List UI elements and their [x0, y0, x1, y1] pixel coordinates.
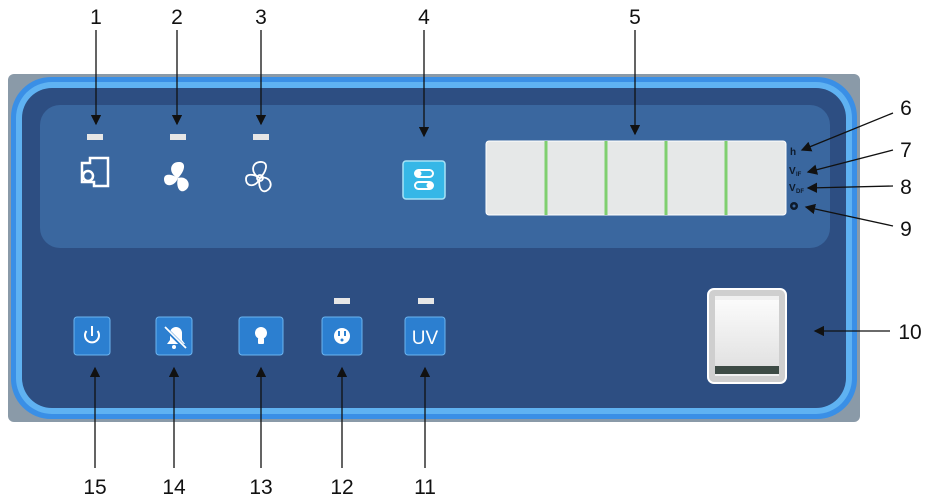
side-indicator-icons: h V IF V DF — [789, 147, 804, 210]
callout-15: 15 — [83, 476, 106, 499]
callout-4: 4 — [418, 6, 430, 29]
arrow-6 — [800, 112, 894, 152]
callout-7: 7 — [900, 139, 912, 162]
power-icon — [84, 326, 100, 344]
status-indicator-2 — [170, 134, 186, 140]
rocker-switch[interactable] — [707, 288, 787, 384]
alarm-mute-icon — [162, 325, 188, 351]
svg-text:DF: DF — [796, 189, 804, 195]
uv-button[interactable]: UV — [404, 316, 446, 356]
outlet-indicator — [334, 298, 350, 304]
arrow-7 — [806, 149, 894, 175]
fan-outline-icon — [245, 161, 272, 193]
svg-text:V: V — [789, 183, 796, 194]
callout-10: 10 — [898, 321, 921, 344]
lcd-display — [485, 140, 787, 216]
callout-6: 6 — [900, 97, 912, 120]
callout-1: 1 — [90, 6, 102, 29]
inflow-velocity-icon: V IF — [789, 166, 802, 178]
downflow-velocity-icon: V DF — [789, 183, 804, 195]
circle-dot-icon — [790, 202, 798, 210]
callout-5: 5 — [629, 6, 641, 29]
callout-11: 11 — [414, 476, 436, 499]
callout-arrows — [89, 30, 894, 468]
callout-9: 9 — [900, 218, 912, 241]
callout-2: 2 — [171, 6, 183, 29]
alarm-mute-button[interactable] — [155, 316, 193, 356]
status-indicator-1 — [87, 134, 103, 140]
callout-12: 12 — [330, 476, 353, 499]
callout-numbers: 1 2 3 4 5 6 7 8 9 10 11 12 13 14 15 — [83, 6, 921, 499]
callout-8: 8 — [900, 176, 912, 199]
status-indicator-3 — [253, 134, 269, 140]
svg-text:V: V — [789, 166, 796, 177]
height-icon: h — [790, 147, 796, 158]
light-bulb-icon — [255, 327, 267, 344]
arrow-8 — [806, 182, 894, 193]
light-button[interactable] — [238, 316, 284, 356]
settings-button[interactable] — [402, 160, 446, 200]
callout-3: 3 — [255, 6, 267, 29]
toggle-switches-icon — [414, 169, 434, 190]
arrow-9 — [804, 203, 894, 227]
power-button[interactable] — [73, 316, 111, 356]
svg-text:IF: IF — [796, 172, 802, 178]
uv-button-label: UV — [412, 328, 439, 349]
callout-13: 13 — [249, 476, 272, 499]
fan-icon — [164, 161, 189, 192]
outlet-icon — [334, 328, 350, 344]
uv-indicator — [418, 298, 434, 304]
callout-14: 14 — [162, 476, 186, 499]
motor-icon — [80, 156, 110, 188]
lcd-segment-dividers — [544, 141, 728, 215]
outlet-button[interactable] — [321, 316, 363, 356]
